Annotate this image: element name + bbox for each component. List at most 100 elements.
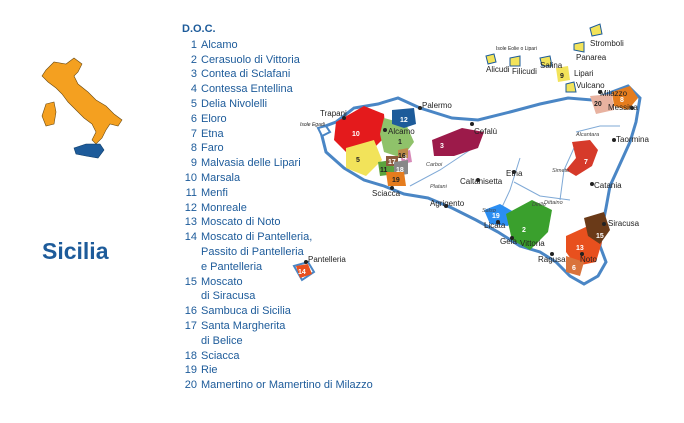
- legend-item-number: 6: [190, 112, 197, 125]
- dot-licata: [496, 220, 500, 224]
- label-isole-eolie: Isole Eolie o Lipari: [496, 46, 537, 52]
- zone-num-1: 1: [398, 139, 402, 146]
- dot-gela: [510, 236, 514, 240]
- dot-ragusa: [550, 252, 554, 256]
- river-dittaino: [513, 181, 571, 201]
- legend-item-label: Sciacca: [201, 349, 240, 362]
- legend-item-label: Rie: [201, 364, 218, 377]
- legend-title: D.O.C.: [182, 23, 216, 35]
- label-alcamo: Alcamo: [388, 127, 415, 136]
- legend-item-number: 13: [184, 216, 197, 229]
- dot-catania: [590, 182, 594, 186]
- zone-num-8: 8: [620, 97, 624, 104]
- zone-8-faro: [612, 86, 638, 110]
- legend-item-label: Moscato: [201, 275, 243, 288]
- legend-item-continuation: e Pantelleria: [201, 260, 263, 273]
- legend-item-number: 11: [185, 186, 197, 199]
- legend-item-label: Contessa Entellina: [201, 83, 293, 96]
- legend-item: 15 Moscato: [182, 275, 373, 290]
- label-river-simeto: Simeto: [552, 168, 569, 174]
- dot-cefalu: [470, 122, 474, 126]
- zone-num-20: 20: [594, 101, 602, 108]
- label-stromboli: Stromboli: [590, 39, 624, 48]
- dot-agrigento: [444, 204, 448, 208]
- zone-num-19b: 19: [492, 213, 500, 220]
- label-caltanissetta: Caltanisetta: [460, 177, 503, 186]
- legend-item-number: 9: [190, 157, 197, 170]
- city-labels: Trapani Palermo Alcamo Cefalù Taormina M…: [300, 39, 649, 264]
- label-gela: Gela: [500, 237, 517, 246]
- legend-item-continuation: di Siracusa: [201, 290, 256, 303]
- dot-pantelleria: [304, 260, 308, 264]
- label-cefalu: Cefalù: [474, 127, 497, 136]
- legend-item: 2 Cerasuolo di Vittoria: [182, 53, 373, 68]
- legend-item-label: Alcamo: [201, 38, 238, 51]
- legend-item-number: 8: [190, 142, 197, 155]
- legend-item-number: 17: [184, 319, 197, 332]
- sicily-highlight: [73, 143, 105, 159]
- zone-num-13: 13: [576, 245, 584, 252]
- zone-num-9: 9: [560, 73, 564, 80]
- label-lipari: Lipari: [574, 69, 594, 78]
- label-noto: Noto: [580, 255, 597, 264]
- italy-locator-map: [41, 57, 123, 159]
- label-vulcano: Vulcano: [576, 81, 605, 90]
- zone-num-5: 5: [356, 157, 360, 164]
- label-river-salso: Salso: [482, 208, 496, 214]
- legend-item-label: Delia Nivolelli: [201, 97, 268, 110]
- zone-num-11: 11: [380, 167, 388, 174]
- zone-19-rie: [386, 172, 406, 186]
- zone-num-10: 10: [352, 131, 360, 138]
- legend-item-number: 14: [184, 231, 197, 244]
- dot-milazzo: [598, 90, 602, 94]
- zone-num-2: 2: [522, 227, 526, 234]
- label-vittoria: Vittoria: [520, 239, 545, 248]
- zone-14-pantelleria: [296, 264, 312, 278]
- label-isole-egadi: Isole Egadi: [300, 122, 326, 128]
- label-river-alcantara: Alcantara: [575, 132, 599, 138]
- dot-sciacca: [390, 186, 394, 190]
- legend-item-label: Malvasia delle Lipari: [201, 157, 301, 170]
- legend-item-label: Cerasuolo di Vittoria: [201, 53, 300, 66]
- island-filicudi: [509, 55, 521, 67]
- label-milazzo: Milazzo: [600, 89, 628, 98]
- legend-item-number: 18: [184, 349, 197, 362]
- sardinia: [41, 101, 57, 127]
- region-title: Sicilia: [42, 238, 109, 264]
- zone-num-4: 4: [403, 155, 407, 162]
- label-trapani: Trapani: [320, 109, 347, 118]
- zone-num-12: 12: [400, 117, 408, 124]
- legend-item-label: Contea di Sclafani: [201, 68, 291, 81]
- dot-taormina: [612, 138, 616, 142]
- zone-16-sambuca: [398, 148, 408, 158]
- italy-mainland: [41, 57, 123, 145]
- zone-12-monreale: [392, 108, 416, 128]
- label-licata: Licata: [484, 221, 506, 230]
- dot-palermo: [418, 106, 422, 110]
- legend-item-number: 2: [190, 53, 197, 66]
- island-vulcano: [565, 81, 577, 93]
- zone-num-19a: 19: [392, 177, 400, 184]
- label-messina: Messina: [608, 103, 638, 112]
- island-salina: [539, 55, 553, 67]
- island-stromboli: [589, 23, 603, 37]
- zone-num-15: 15: [596, 233, 604, 240]
- river-labels: Platani Salso Simeto Dittaino Alcantara …: [426, 132, 599, 214]
- legend-item-number: 15: [184, 275, 197, 288]
- zone-num-14: 14: [298, 269, 306, 276]
- label-palermo: Palermo: [422, 101, 452, 110]
- label-river-dirillo: Dirillo: [532, 202, 546, 208]
